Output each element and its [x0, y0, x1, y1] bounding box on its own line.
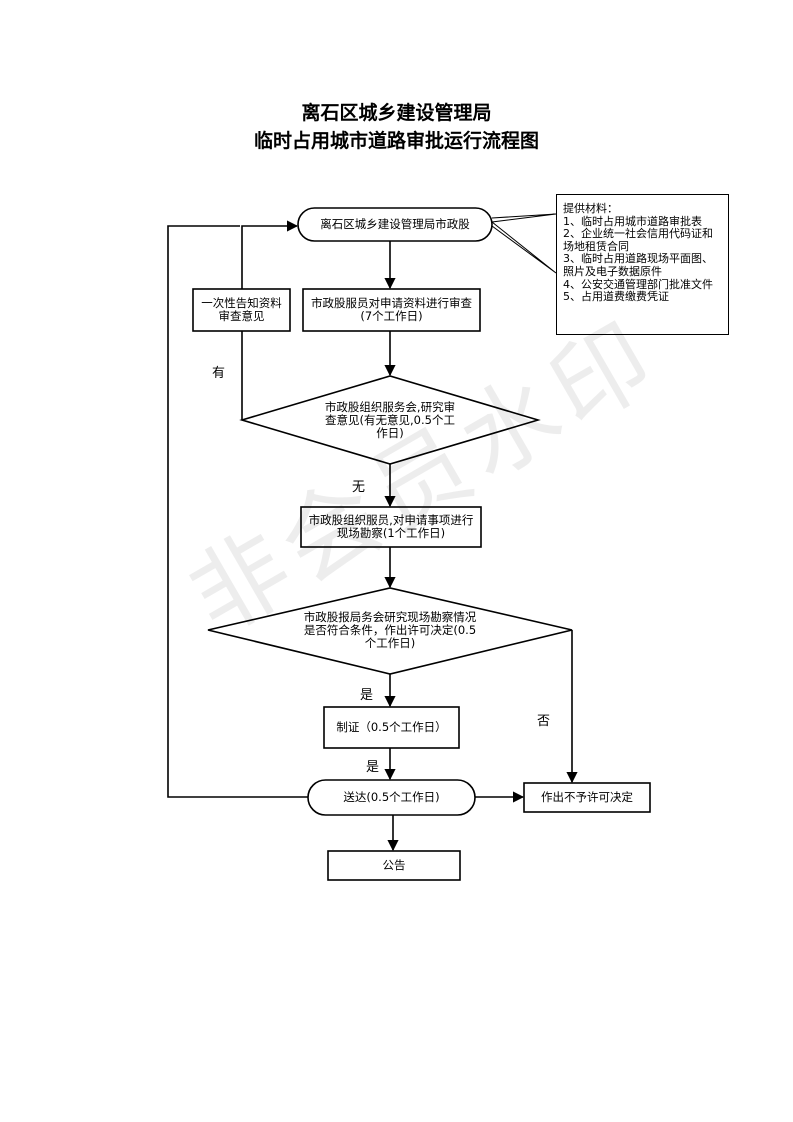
materials-item: 2、企业统一社会信用代码证和: [563, 227, 713, 241]
label-none: 无: [352, 480, 366, 495]
edge-notify-start: [241, 220, 299, 289]
materials-heading: 提供材料：: [563, 202, 618, 215]
materials-item: 场地租赁合同: [563, 239, 629, 253]
materials-item: 5、占用道费缴费凭证: [563, 290, 669, 304]
edge-deliver-start-loop: [167, 225, 308, 798]
page-title-line2: 临时占用城市道路审批运行流程图: [253, 130, 539, 152]
review-node: 市政股服员对申请资料进行审查(7个工作日): [311, 296, 472, 323]
announce-node: 公告: [382, 858, 406, 872]
label-yes-decision: 是: [360, 688, 374, 703]
deliver-node: 送达(0.5个工作日): [343, 790, 440, 804]
page-title-line1: 离石区城乡建设管理局: [301, 102, 492, 124]
materials-item: 4、公安交通管理部门批准文件: [563, 277, 713, 291]
materials-item: 1、临时占用城市道路审批表: [563, 214, 702, 228]
notify-node: 一次性告知资料审查意见: [201, 296, 282, 323]
start-node: 离石区城乡建设管理局市政股: [320, 217, 470, 231]
decision-node: 市政股报局务会研究现场勘察情况是否符合条件，作出许可决定(0.5个工作日): [303, 609, 477, 650]
materials-item: 照片及电子数据原件: [563, 264, 662, 278]
survey-node: 市政股组织服员,对申请事项进行现场勘察(1个工作日): [308, 513, 474, 540]
certificate-node: 制证（0.5个工作日）: [336, 720, 447, 734]
materials-box: 提供材料： 1、临时占用城市道路审批表 2、企业统一社会信用代码证和 场地租赁合…: [556, 194, 729, 335]
label-no: 否: [537, 714, 551, 729]
meeting-node: 市政股组织服务会,研究审查意见(有无意见,0.5个工作日): [324, 399, 456, 440]
materials-item: 3、临时占用道路现场平面图、: [563, 252, 713, 266]
label-has: 有: [212, 366, 226, 381]
materials-callout: [490, 213, 557, 274]
label-yes-certificate: 是: [366, 760, 380, 775]
reject-node: 作出不予许可决定: [541, 790, 633, 804]
meeting-diamond-shape: [239, 375, 541, 465]
